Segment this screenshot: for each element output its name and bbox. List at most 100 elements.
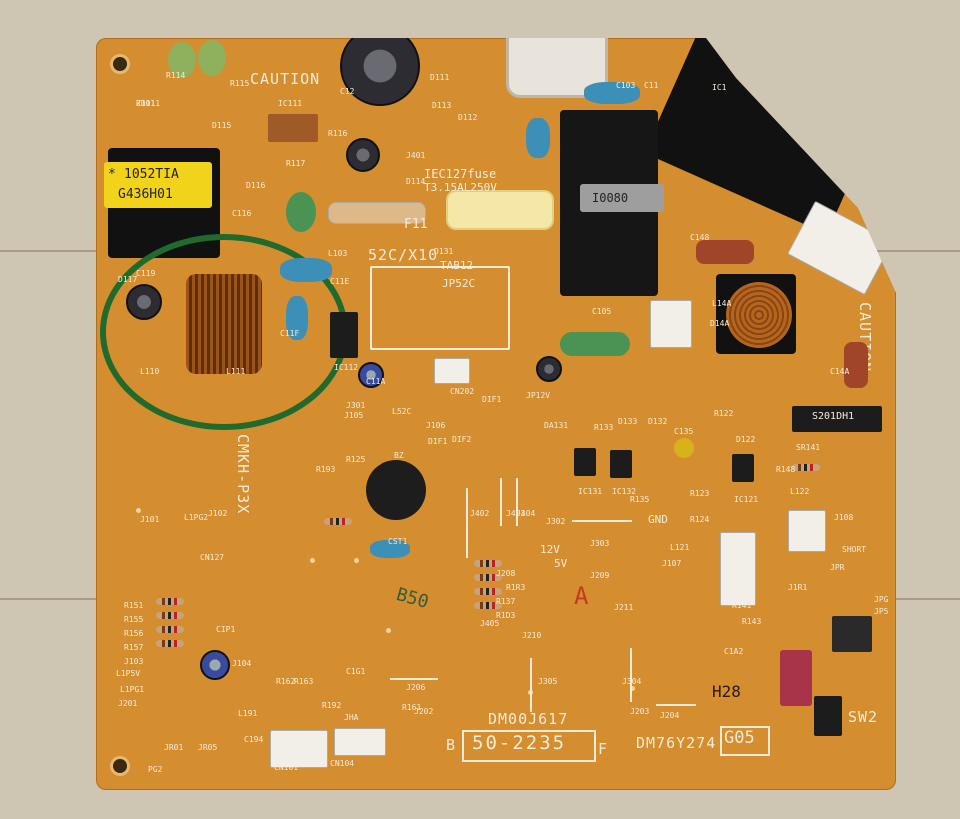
gnd-label: GND: [648, 513, 668, 526]
mounting-hole: [110, 756, 130, 776]
reference-designator: CIP1: [216, 625, 236, 634]
resistor: [156, 612, 184, 619]
reference-designator: JP12V: [526, 391, 551, 400]
transformer: * 1052TIA G436H01: [104, 148, 220, 258]
reference-designator: R135: [630, 495, 650, 504]
reference-designator: R122: [714, 409, 734, 418]
connector: [788, 510, 826, 552]
reference-designator: L191: [238, 709, 258, 718]
reference-designator: R156: [124, 629, 144, 638]
reference-designator: L1PG1: [120, 685, 145, 694]
handwritten-b50: B50: [393, 583, 431, 614]
reference-designator: R161: [402, 703, 422, 712]
reference-designator: D116: [246, 181, 266, 190]
ceramic-capacitor: [526, 118, 550, 158]
reference-designator: DIF1: [428, 437, 448, 446]
connector: [650, 300, 692, 348]
reference-designator: J206: [406, 683, 426, 692]
reference-designator: R101: [136, 99, 156, 108]
jumper-wire: [630, 648, 632, 702]
electrolytic-capacitor-small: [358, 362, 384, 388]
reference-designator: JHA: [344, 713, 359, 722]
reference-designator: J404: [516, 509, 536, 518]
board-model: DM00J617: [488, 710, 569, 728]
reference-designator: C11: [644, 81, 659, 90]
reference-designator: R116: [328, 129, 348, 138]
resistor: [474, 574, 502, 581]
reference-designator: CN104: [330, 759, 355, 768]
reference-designator: JPR: [830, 563, 845, 572]
jumper-wire: [466, 488, 468, 558]
reference-designator: IC111: [278, 99, 303, 108]
reference-designator: R117: [286, 159, 306, 168]
solder-pad: [310, 558, 315, 563]
reference-designator: J104: [232, 659, 252, 668]
choke-label: I0080: [580, 184, 664, 212]
fuse: [446, 190, 554, 230]
ceramic-capacitor: [370, 540, 410, 558]
common-mode-choke: I0080: [560, 110, 664, 296]
reference-designator: ZD111: [136, 99, 161, 108]
reference-designator: D111: [430, 73, 450, 82]
f-mark: F: [598, 740, 609, 758]
caution-label-top: CAUTION: [250, 70, 321, 88]
reference-designator: J402: [470, 509, 490, 518]
ic-132: [610, 450, 632, 478]
reference-designator: IC132: [612, 487, 637, 496]
ic-121: [732, 454, 754, 482]
resistor: [474, 588, 502, 595]
choke-code: I0080: [592, 191, 629, 205]
dip-switch-sw2: [814, 696, 842, 736]
resistor: [156, 598, 184, 605]
ceramic-capacitor: [584, 82, 640, 104]
reference-designator: D115: [212, 121, 232, 130]
circuit-board: CAUTION CAUTION * 1052TIA G436H01 I0080 …: [96, 38, 896, 790]
reference-designator: D112: [458, 113, 478, 122]
jumper-wire: [656, 704, 696, 706]
reference-designator: R162: [276, 677, 296, 686]
ceramic-capacitor-red: [696, 240, 754, 264]
reference-designator: DIF1: [482, 395, 502, 404]
film-capacitor: [286, 192, 316, 232]
reference-designator: R193: [316, 465, 336, 474]
reference-designator: JP5: [874, 607, 889, 616]
reference-designator: J405: [480, 619, 500, 628]
model-number: DM76Y274: [636, 734, 717, 752]
reference-designator: IC121: [734, 495, 759, 504]
resistor: [156, 640, 184, 647]
relay-footprint: [370, 266, 510, 350]
reference-designator: J203: [630, 707, 650, 716]
reference-designator: L52C: [392, 407, 412, 416]
ic-sr141-label: S201DH1: [812, 411, 855, 422]
reference-designator: R163: [294, 677, 314, 686]
reference-designator: D132: [648, 417, 668, 426]
reference-designator: J301: [346, 401, 366, 410]
resistor: [792, 464, 820, 471]
transformer-code-2: G436H01: [118, 187, 173, 202]
varistor: [198, 40, 226, 76]
reference-designator: R157: [124, 643, 144, 652]
mounting-hole: [110, 54, 130, 74]
ceramic-capacitor: [286, 296, 308, 340]
connector: [720, 532, 756, 606]
v12-label: 12V: [540, 543, 560, 556]
transformer-code-1: 1052TIA: [124, 167, 179, 182]
electrolytic-capacitor: [346, 138, 380, 172]
reference-designator: R133: [594, 423, 614, 432]
reference-designator: J209: [590, 571, 610, 580]
transformer-mark: *: [108, 167, 116, 182]
ic-sr141: S201DH1: [792, 406, 882, 432]
electrolytic-capacitor-large: [340, 38, 420, 106]
reference-designator: R192: [322, 701, 342, 710]
reference-designator: R115: [230, 79, 250, 88]
resistor: [474, 560, 502, 567]
reference-designator: R1D3: [496, 611, 516, 620]
reference-designator: J101: [140, 515, 160, 524]
b-mark: B: [446, 736, 457, 754]
fuse-label: IEC127fuse: [424, 167, 497, 181]
tactile-switch: [832, 616, 872, 652]
reference-designator: SR141: [796, 443, 821, 452]
reference-designator: R151: [124, 601, 144, 610]
reference-designator: L121: [670, 543, 690, 552]
reference-designator: CN202: [450, 387, 475, 396]
